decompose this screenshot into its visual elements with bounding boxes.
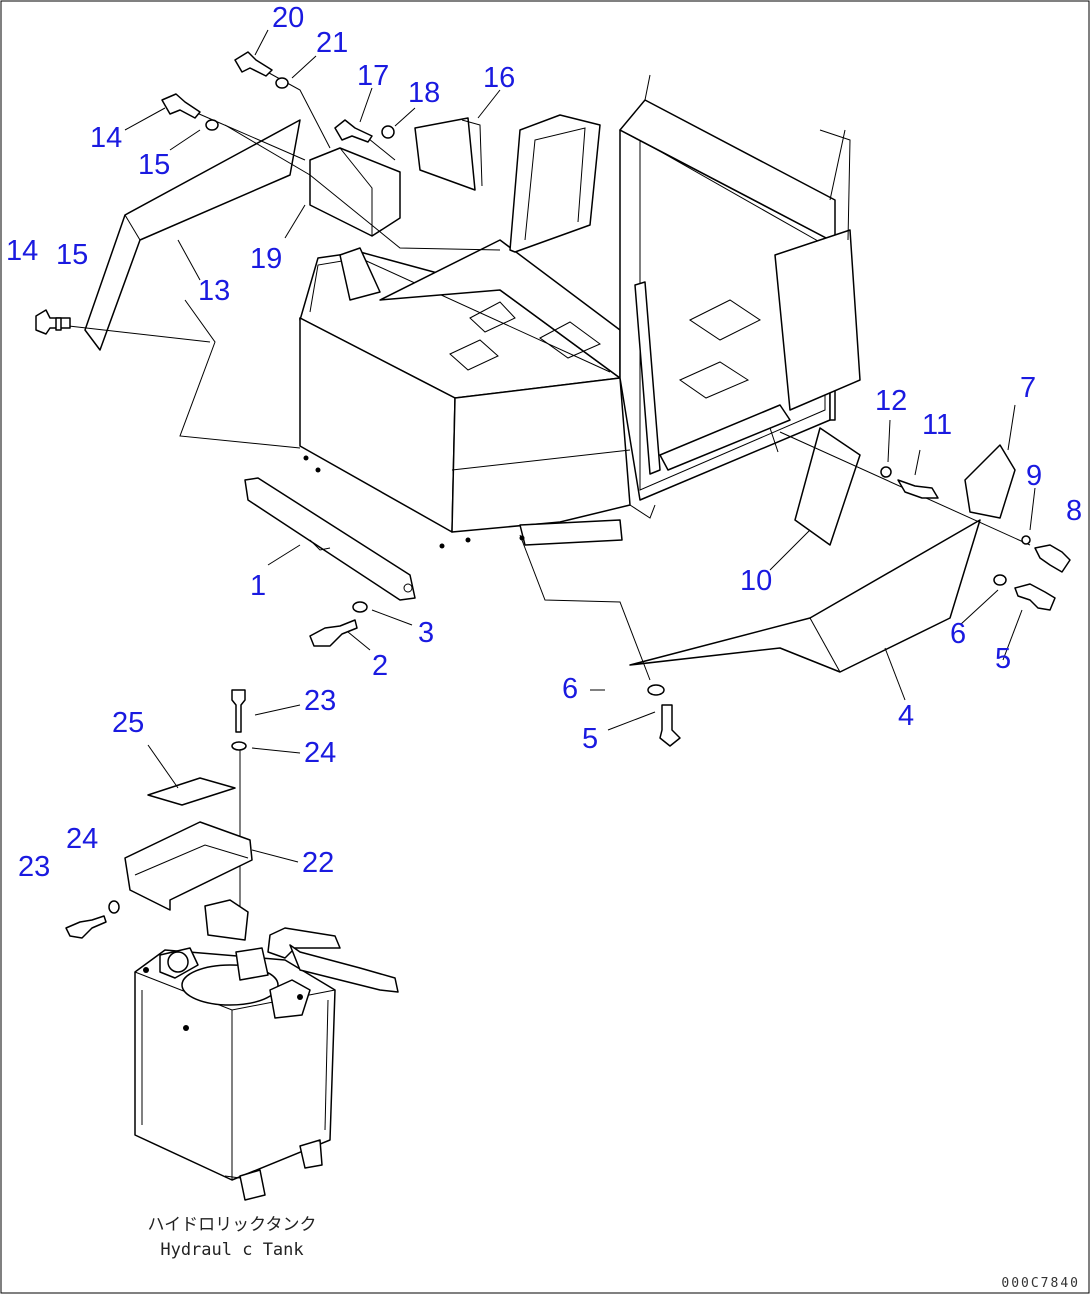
callout-24-top: 24 xyxy=(304,737,336,769)
callout-19: 19 xyxy=(250,243,282,275)
callout-12: 12 xyxy=(875,385,907,417)
callout-6-right: 6 xyxy=(950,618,966,650)
tray-part-4 xyxy=(519,519,981,681)
callout-23-top: 23 xyxy=(304,685,336,717)
callout-2: 2 xyxy=(372,650,388,682)
callout-5-bottom: 5 xyxy=(582,723,598,755)
cover-part-13 xyxy=(59,119,301,449)
callout-18: 18 xyxy=(408,77,440,109)
plate-part-10 xyxy=(794,427,861,546)
callout-25: 25 xyxy=(112,707,144,739)
callout-16: 16 xyxy=(483,62,515,94)
tank-label-jp: ハイドロリックタンク xyxy=(148,1215,317,1235)
callout-20: 20 xyxy=(272,2,304,34)
callout-10: 10 xyxy=(740,565,772,597)
hydraulic-tank-group xyxy=(124,750,399,1201)
callout-1: 1 xyxy=(250,570,266,602)
document-id: 000C7840 xyxy=(1001,1276,1080,1291)
callout-9: 9 xyxy=(1026,460,1042,492)
callout-15-top: 15 xyxy=(138,149,170,181)
callout-22: 22 xyxy=(302,847,334,879)
callout-6-bottom: 6 xyxy=(562,673,578,705)
callout-3: 3 xyxy=(418,617,434,649)
fasteners xyxy=(35,51,1071,939)
callout-14-left: 14 xyxy=(6,235,38,267)
sheet-part-25 xyxy=(147,777,236,806)
callout-4: 4 xyxy=(898,700,914,732)
callout-8: 8 xyxy=(1066,495,1082,527)
callout-leaders xyxy=(124,29,1036,863)
callout-7: 7 xyxy=(1020,372,1036,404)
rail-part-1 xyxy=(244,477,416,601)
callout-23-left: 23 xyxy=(18,851,50,883)
callout-24-left: 24 xyxy=(66,823,98,855)
cover-part-22 xyxy=(124,821,253,911)
cab-floor-frame xyxy=(299,74,861,549)
plate-part-7 xyxy=(964,444,1016,519)
bracket-part-19 xyxy=(309,147,401,237)
callout-5-right: 5 xyxy=(995,643,1011,675)
callout-15-left: 15 xyxy=(56,239,88,271)
plate-part-16 xyxy=(414,117,483,191)
callout-17: 17 xyxy=(357,60,389,92)
tank-label-en: Hydraul c Tank xyxy=(160,1240,303,1260)
callout-14-top: 14 xyxy=(90,122,122,154)
callout-13: 13 xyxy=(198,275,230,307)
callout-numbers: 1 2 3 4 5 5 6 6 7 8 9 10 11 12 13 14 14 … xyxy=(6,2,1082,883)
callout-11: 11 xyxy=(922,409,952,441)
callout-21: 21 xyxy=(316,27,348,59)
